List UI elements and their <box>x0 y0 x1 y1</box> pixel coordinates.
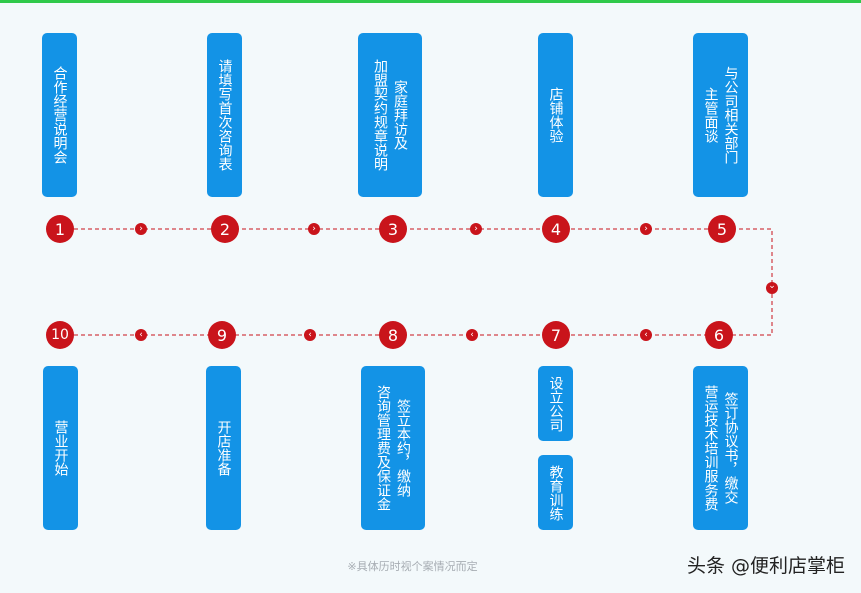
step-9-label: 开店准备 <box>215 420 232 476</box>
step-7-card-a: 设立公司 <box>538 366 573 441</box>
step-4-node: 4 <box>542 215 570 243</box>
step-2-node: 2 <box>211 215 239 243</box>
step-8-label-line-2: 咨询管理费及保证金 <box>375 385 391 511</box>
step-2-label: 请填写首次咨询表 <box>216 59 233 171</box>
arrow-right-icon: › <box>308 223 320 235</box>
step-8-card: 签立本约，缴纳 咨询管理费及保证金 <box>361 366 425 530</box>
step-9-card: 开店准备 <box>206 366 241 530</box>
step-3-label-line-1: 家庭拜访及 <box>392 80 408 150</box>
step-10-node: 10 <box>46 321 74 349</box>
arrow-left-icon: ‹ <box>304 329 316 341</box>
step-10-label: 营业开始 <box>52 420 69 476</box>
step-6-card: 签订协议书，缴交 营运技术培训服务费 <box>693 366 748 530</box>
footnote: ※具体历时视个案情况而定 <box>347 560 478 573</box>
step-3-card: 家庭拜访及 加盟契约规章说明 <box>358 33 422 197</box>
step-1-label: 合作经营说明会 <box>51 66 68 164</box>
top-accent-line <box>0 0 861 3</box>
step-7-node: 7 <box>542 321 570 349</box>
arrow-right-icon: › <box>470 223 482 235</box>
step-5-card: 与公司相关部门 主管面谈 <box>693 33 748 197</box>
arrow-right-icon: › <box>640 223 652 235</box>
step-4-label: 店铺体验 <box>547 87 564 143</box>
arrow-left-icon: ‹ <box>466 329 478 341</box>
step-8-node: 8 <box>379 321 407 349</box>
arrow-down-icon: ⌄ <box>766 282 778 294</box>
step-6-label-line-1: 签订协议书，缴交 <box>722 392 739 504</box>
step-4-card: 店铺体验 <box>538 33 573 197</box>
step-7-card-b: 教育训练 <box>538 455 573 530</box>
step-1-node: 1 <box>46 215 74 243</box>
arrow-left-icon: ‹ <box>135 329 147 341</box>
step-6-node: 6 <box>705 321 733 349</box>
step-2-card: 请填写首次咨询表 <box>207 33 242 197</box>
step-7-label-b: 教育训练 <box>547 464 564 521</box>
step-8-label-line-1: 签立本约，缴纳 <box>395 399 411 497</box>
step-1-card: 合作经营说明会 <box>42 33 77 197</box>
watermark: 头条 @便利店掌柜 <box>686 555 845 577</box>
step-6-label-line-2: 营运技术培训服务费 <box>702 385 719 511</box>
step-5-label-line-1: 与公司相关部门 <box>722 66 739 164</box>
step-5-label-line-2: 主管面谈 <box>702 87 719 143</box>
arrow-right-icon: › <box>135 223 147 235</box>
step-9-node: 9 <box>208 321 236 349</box>
step-5-node: 5 <box>708 215 736 243</box>
step-3-label-line-2: 加盟契约规章说明 <box>372 59 388 171</box>
step-3-node: 3 <box>379 215 407 243</box>
step-7-label-a: 设立公司 <box>547 375 564 432</box>
step-10-card: 营业开始 <box>43 366 78 530</box>
arrow-left-icon: ‹ <box>640 329 652 341</box>
